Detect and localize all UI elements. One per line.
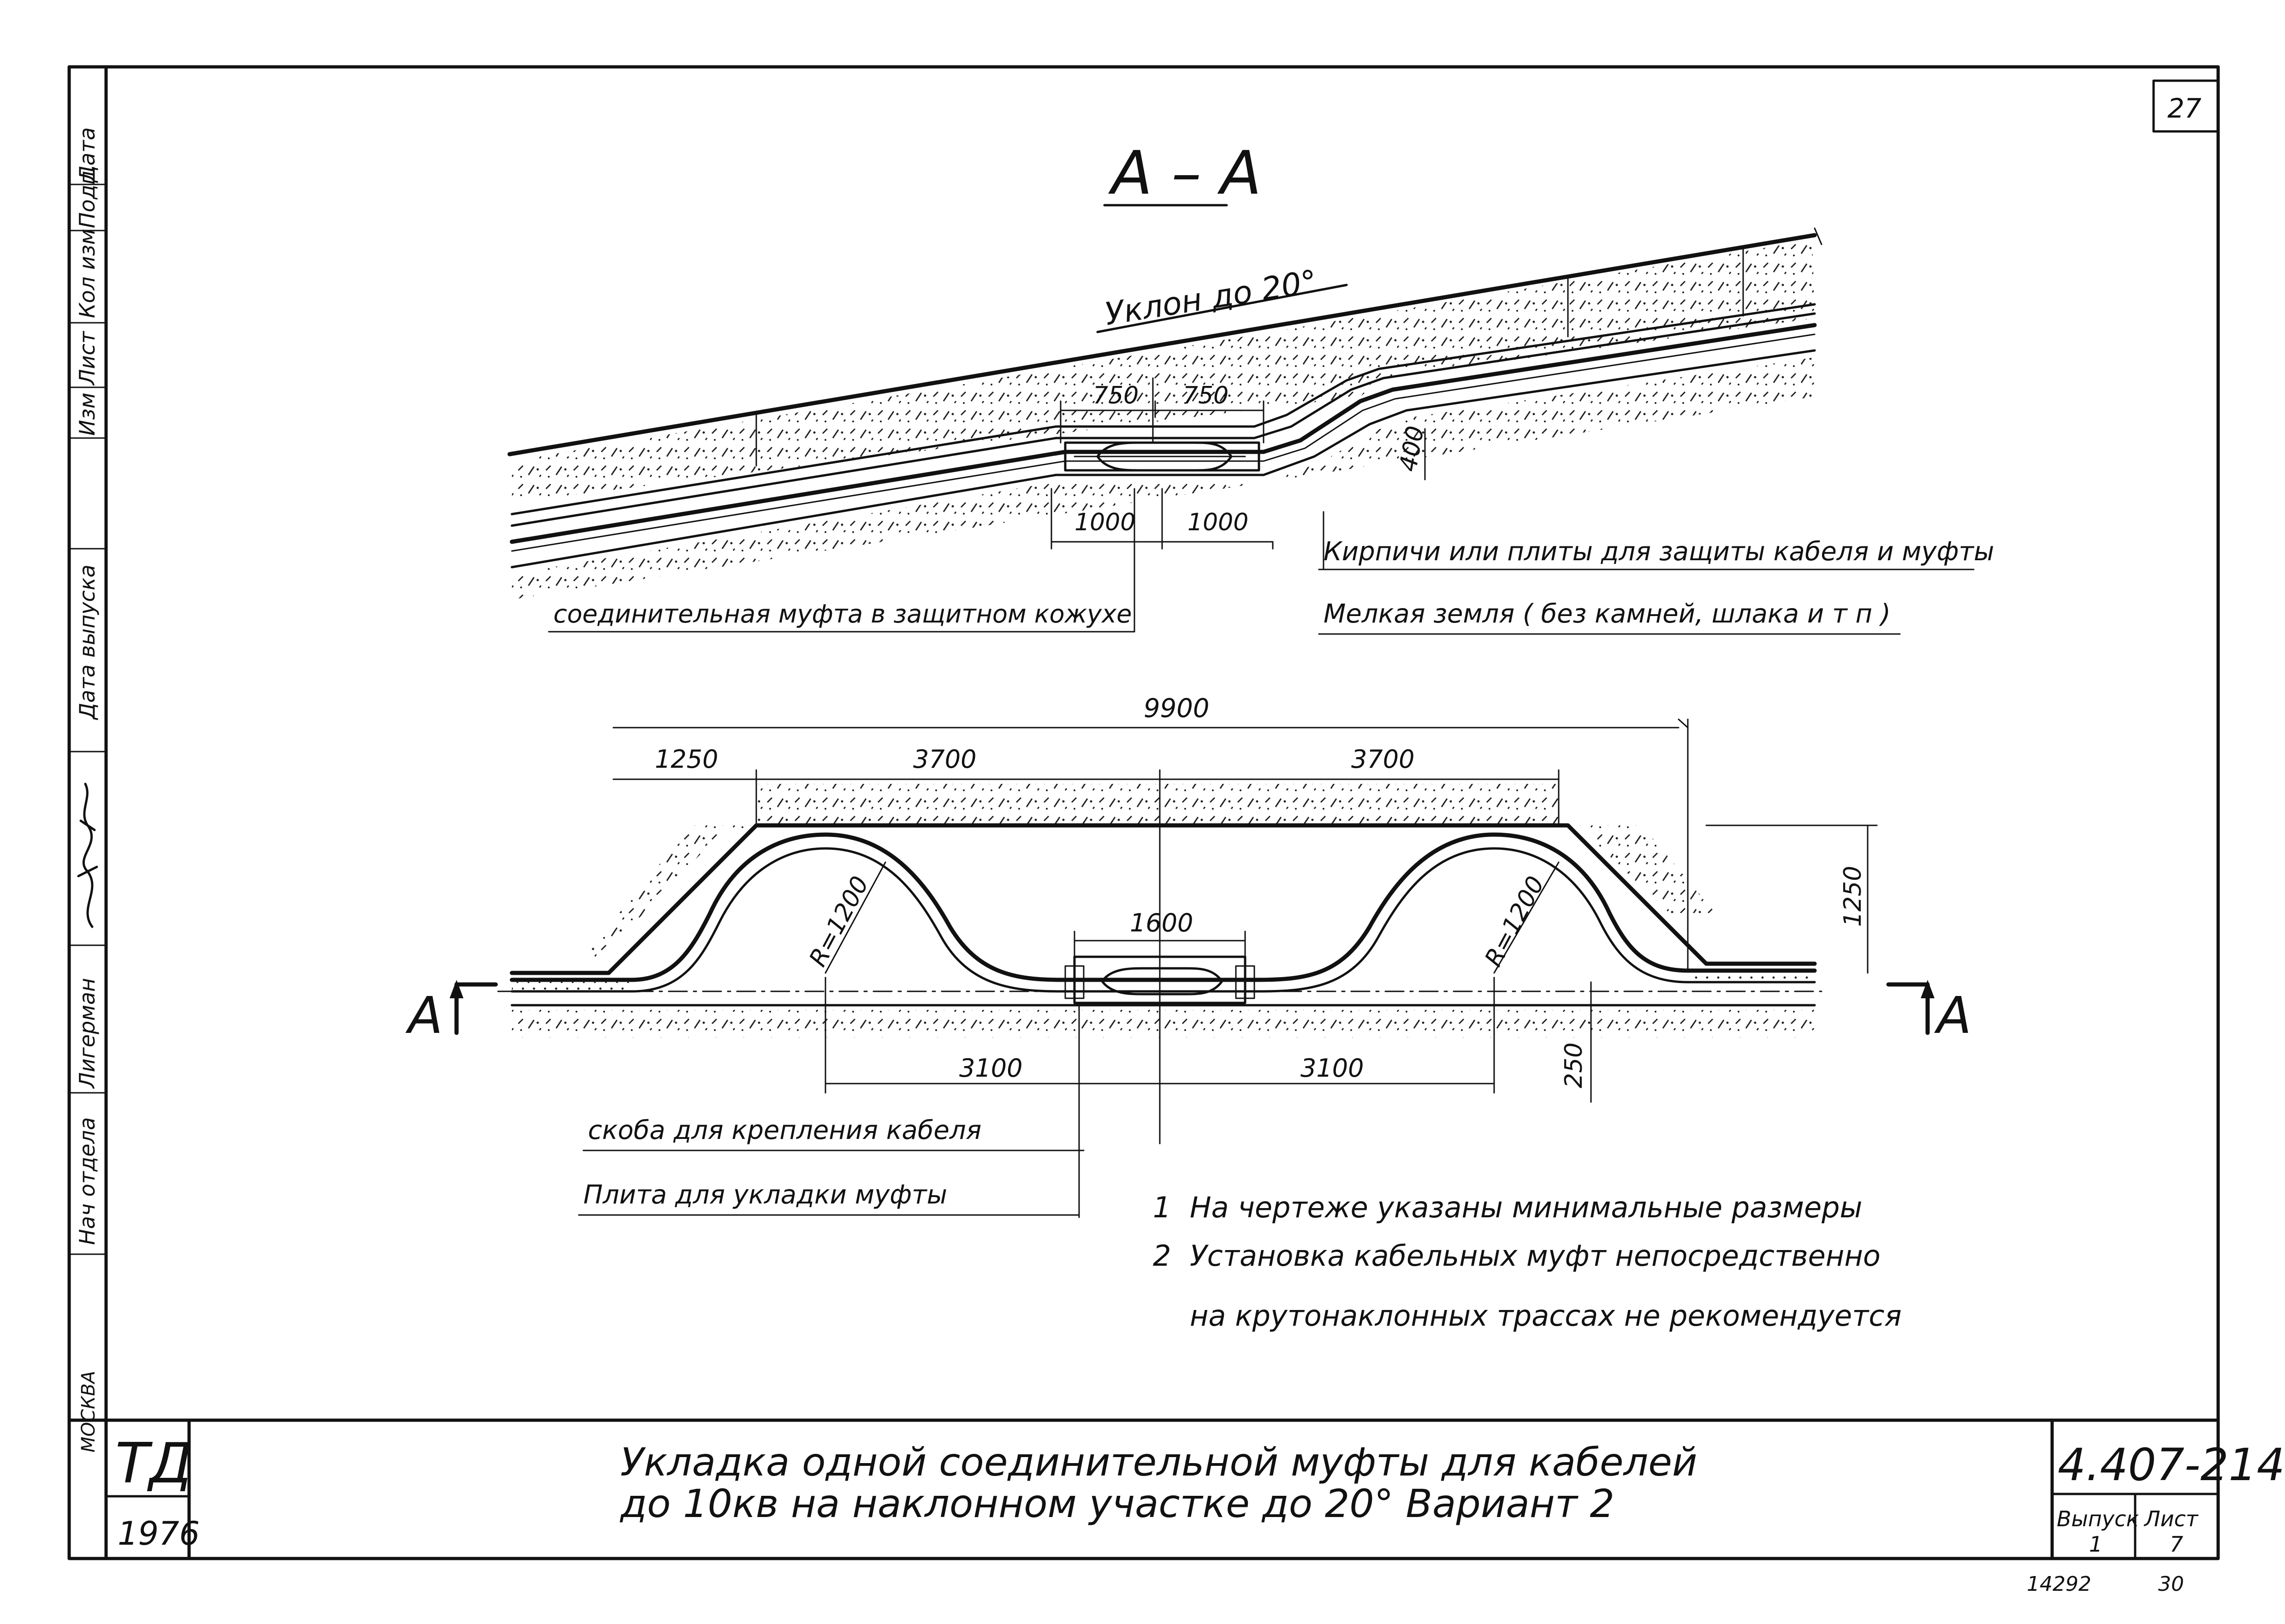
callout-fine-soil: Мелкая земля ( без камней, шлака и т п ) [1324,599,1891,629]
dim-750-left: 750 [1093,382,1139,409]
list-value: 7 [2170,1532,2183,1557]
callout-bricks: Кирпичи или плиты для защиты кабеля и му… [1324,537,1994,567]
dim-1600: 1600 [1130,908,1193,937]
callout-bracket: скоба для крепления кабеля [588,1115,981,1145]
sheet-frame [67,65,2220,1560]
year: 1976 [118,1515,200,1553]
sidebar-label-data-vypuska: Дата выпуска [75,564,100,720]
coupling-in-casing [1064,441,1260,472]
note-1-number: 1 [1153,1191,1171,1224]
list-label: Лист [2143,1506,2199,1531]
sidebar-label-list: Лист [75,331,100,386]
note-2-continued: на крутонаклонных трассах не рекомендует… [1190,1299,1902,1333]
sidebar-label-kol-izm: Кол изм [75,229,100,318]
cut-label-left: А [405,986,443,1045]
archive-sheet: 30 [2158,1572,2184,1596]
sidebar-label-izm: Изм [75,392,100,436]
document-code: 4.407-214 [2058,1439,2285,1491]
sidebar-label-podp: Подп. [75,164,100,228]
dim-radius-right: R=1200 [1480,872,1550,971]
brick-layer [510,303,1816,516]
coupling-on-plate [1064,955,1255,1004]
dim-1000-right: 1000 [1187,509,1248,536]
ground-surface [507,233,1817,456]
cable-snake [510,832,1817,982]
trench-bottom [510,349,1816,569]
dim-radius-left: R=1200 [804,872,875,971]
archive-number: 14292 [2027,1572,2091,1596]
signature [77,782,98,928]
dim-1250: 1250 [655,745,718,774]
trench-soil [512,240,1815,503]
sidebar-label-data: Дата [75,127,100,183]
sidebar: Изм Лист Кол изм Подп. Дата Дата выпуска… [68,127,107,1452]
dim-3100-left: 3100 [959,1054,1022,1083]
dim-9900: 9900 [1144,693,1210,723]
drawing-title-line-1: Укладка одной соединительной муфты для к… [620,1440,1697,1485]
plan-view: 9900 1250 3700 3700 [405,693,1971,1218]
trench-outline [510,823,1817,975]
notes: 1 На чертеже указаны минимальные размеры… [1153,1191,1902,1333]
note-2-number: 2 [1153,1239,1171,1273]
sidebar-label-nach-otdela: Нач отдела [75,1117,100,1245]
callout-coupling: соединительная муфта в защитном кожухе [553,599,1132,628]
page-number: 27 [2167,93,2202,124]
dim-250: 250 [1560,1043,1588,1088]
drawing-title-line-2: до 10кв на наклонном участке до 20° Вари… [619,1481,1614,1526]
dim-3100-right: 3100 [1300,1054,1364,1083]
dim-1000-left: 1000 [1074,509,1135,536]
org-code: ТД [115,1432,192,1496]
cut-mark-right: А [1886,980,1971,1045]
section-title: А – А [1108,138,1262,208]
section-a-a: А – А Уклон до 20° 750 [507,138,1994,635]
vypusk-label: Выпуск [2057,1506,2139,1531]
vypusk-value: 1 [2089,1532,2102,1557]
cut-mark-left: А [405,980,498,1045]
sidebar-label-ligerman: Лигерман [75,978,100,1089]
cut-label-right: А [1934,986,1971,1045]
dim-3700-right: 3700 [1351,745,1414,774]
title-block: ТД 1976 Укладка одной соединительной муф… [115,1432,2285,1557]
note-2-text: Установка кабельных муфт непосредственно [1190,1239,1881,1273]
sidebar-label-moskva: МОСКВА [78,1371,99,1452]
dim-1250-vertical: 1250 [1839,866,1867,927]
note-1-text: На чертеже указаны минимальные размеры [1190,1191,1862,1224]
dim-750-right: 750 [1183,382,1229,409]
dim-3700-left: 3700 [913,745,976,774]
callout-plate: Плита для укладки муфты [583,1180,947,1210]
